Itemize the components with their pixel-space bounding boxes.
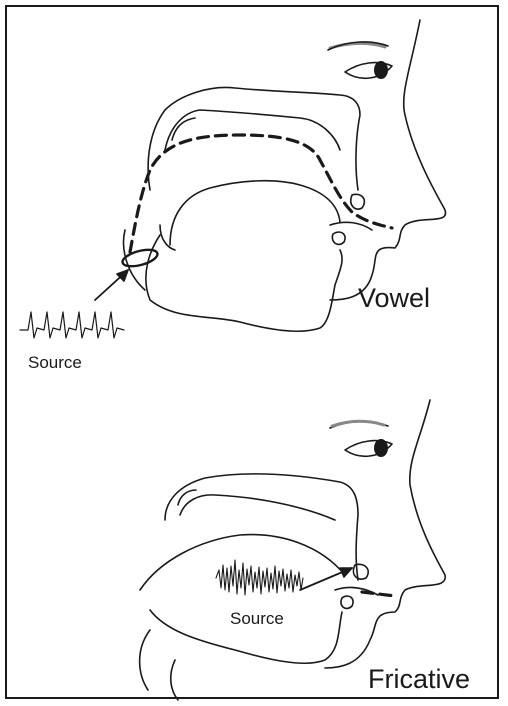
fricative-tongue — [140, 535, 345, 590]
vowel-tongue — [170, 181, 340, 245]
vowel-face-profile — [330, 20, 446, 300]
vowel-source-label: Source — [28, 353, 82, 372]
vowel-glottis — [121, 247, 159, 270]
fricative-noise-waveform — [216, 560, 303, 595]
vowel-airflow-path — [130, 135, 392, 252]
vowel-pulse-waveform — [20, 312, 124, 338]
fricative-source-label: Source — [230, 609, 284, 628]
fricative-panel — [140, 400, 446, 700]
fricative-face-profile — [325, 400, 445, 668]
vowel-label: Vowel — [358, 283, 430, 313]
fricative-label: Fricative — [368, 664, 470, 694]
